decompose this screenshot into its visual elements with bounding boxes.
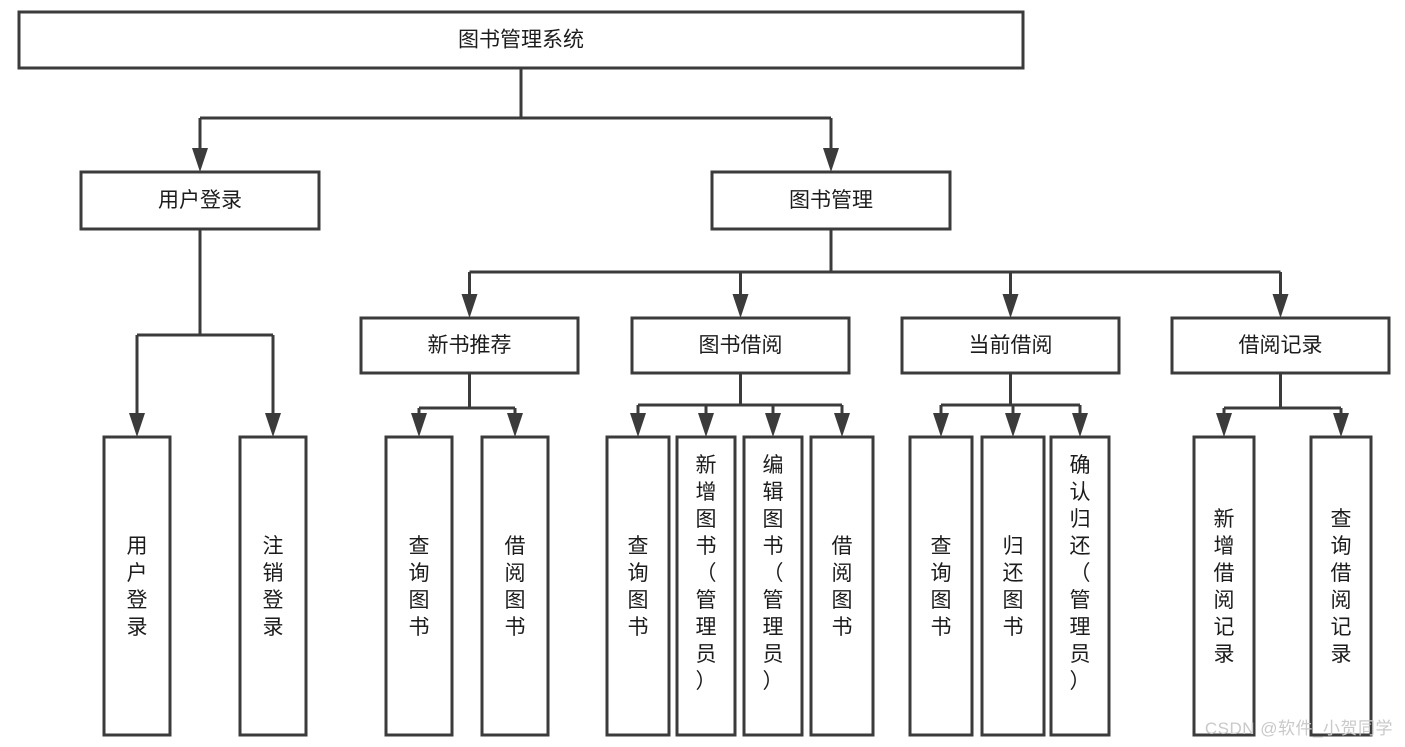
node-label: 编辑图书（管理员） [763, 454, 784, 693]
node-label: 当前借阅 [969, 334, 1053, 357]
node-box [809, 435, 875, 737]
arrow-head [834, 413, 850, 437]
arrow-head [698, 413, 714, 437]
arrow-head [1333, 413, 1349, 437]
node-label: 归还图书 [1003, 535, 1024, 639]
node-box [79, 170, 321, 231]
arrow-head [933, 413, 949, 437]
arrow-head [1216, 413, 1232, 437]
node-box [17, 10, 1025, 70]
node-box [359, 316, 580, 375]
node-label: 借阅图书 [505, 535, 526, 639]
node-label: 借阅图书 [832, 535, 853, 639]
node-box [908, 435, 974, 737]
node-label: 图书借阅 [699, 334, 783, 357]
arrow-head [192, 148, 208, 172]
node-level3-3[interactable]: 借阅记录 [1170, 316, 1391, 375]
arrow-head [265, 413, 281, 437]
node-label: 确认归还（管理员） [1070, 454, 1091, 693]
node-box [1170, 316, 1391, 375]
arrow-head [1072, 413, 1088, 437]
node-leaf-l3-0-0[interactable]: 查询图书 [384, 435, 454, 737]
node-box [102, 435, 172, 737]
node-box [1049, 435, 1111, 737]
node-box [900, 316, 1121, 375]
node-box [605, 435, 671, 737]
node-label: 查询图书 [409, 535, 430, 639]
node-label: 借阅记录 [1239, 334, 1323, 357]
node-box [710, 170, 952, 231]
node-leaf-l3-1-0[interactable]: 查询图书 [605, 435, 671, 737]
node-label: 注销登录 [263, 535, 284, 639]
node-box [980, 435, 1046, 737]
node-label: 用户登录 [127, 535, 148, 639]
node-leaf-l3-0-1[interactable]: 借阅图书 [480, 435, 550, 737]
node-leaf-l2-0-1[interactable]: 注销登录 [238, 435, 308, 737]
node-leaf-l3-2-0[interactable]: 查询图书 [908, 435, 974, 737]
node-label: 查询借阅记录 [1331, 508, 1352, 666]
node-label: 用户登录 [158, 189, 242, 212]
node-leaf-l2-0-0[interactable]: 用户登录 [102, 435, 172, 737]
node-label: 图书管理系统 [458, 29, 584, 52]
arrow-head [630, 413, 646, 437]
arrow-head [823, 148, 839, 172]
arrow-head [1272, 294, 1289, 318]
node-leaf-l3-3-0[interactable]: 新增借阅记录 [1192, 435, 1256, 737]
node-label: 查询图书 [931, 535, 952, 639]
node-label: 图书管理 [789, 189, 873, 212]
node-leaf-l3-1-2[interactable]: 编辑图书（管理员） [742, 435, 804, 737]
node-leaf-l3-2-2[interactable]: 确认归还（管理员） [1049, 435, 1111, 737]
node-box [1192, 435, 1256, 737]
node-level3-0[interactable]: 新书推荐 [359, 316, 580, 375]
node-level2-1[interactable]: 图书管理 [710, 170, 952, 231]
node-root-system[interactable]: 图书管理系统 [17, 10, 1025, 70]
arrow-head [507, 413, 523, 437]
node-leaf-l3-3-1[interactable]: 查询借阅记录 [1309, 435, 1373, 737]
node-label: 查询图书 [628, 535, 649, 639]
arrow-head [129, 413, 145, 437]
node-leaf-l3-1-1[interactable]: 新增图书（管理员） [675, 435, 737, 737]
node-box [1309, 435, 1373, 737]
node-leaf-l3-2-1[interactable]: 归还图书 [980, 435, 1046, 737]
arrow-head [461, 294, 478, 318]
arrow-head [1005, 413, 1021, 437]
node-box [630, 316, 851, 375]
node-level2-0[interactable]: 用户登录 [79, 170, 321, 231]
node-box [238, 435, 308, 737]
node-label: 新书推荐 [428, 334, 512, 357]
arrow-head [1002, 294, 1019, 318]
node-label: 新增借阅记录 [1214, 508, 1235, 666]
connector-layer [129, 68, 1349, 437]
node-level3-2[interactable]: 当前借阅 [900, 316, 1121, 375]
node-layer: 图书管理系统用户登录图书管理新书推荐图书借阅当前借阅借阅记录用户登录注销登录查询… [17, 10, 1391, 737]
node-label: 新增图书（管理员） [696, 454, 717, 693]
node-box [480, 435, 550, 737]
node-box [384, 435, 454, 737]
node-leaf-l3-1-3[interactable]: 借阅图书 [809, 435, 875, 737]
node-box [675, 435, 737, 737]
node-level3-1[interactable]: 图书借阅 [630, 316, 851, 375]
arrow-head [765, 413, 781, 437]
arrow-head [411, 413, 427, 437]
arrow-head [732, 294, 749, 318]
node-box [742, 435, 804, 737]
